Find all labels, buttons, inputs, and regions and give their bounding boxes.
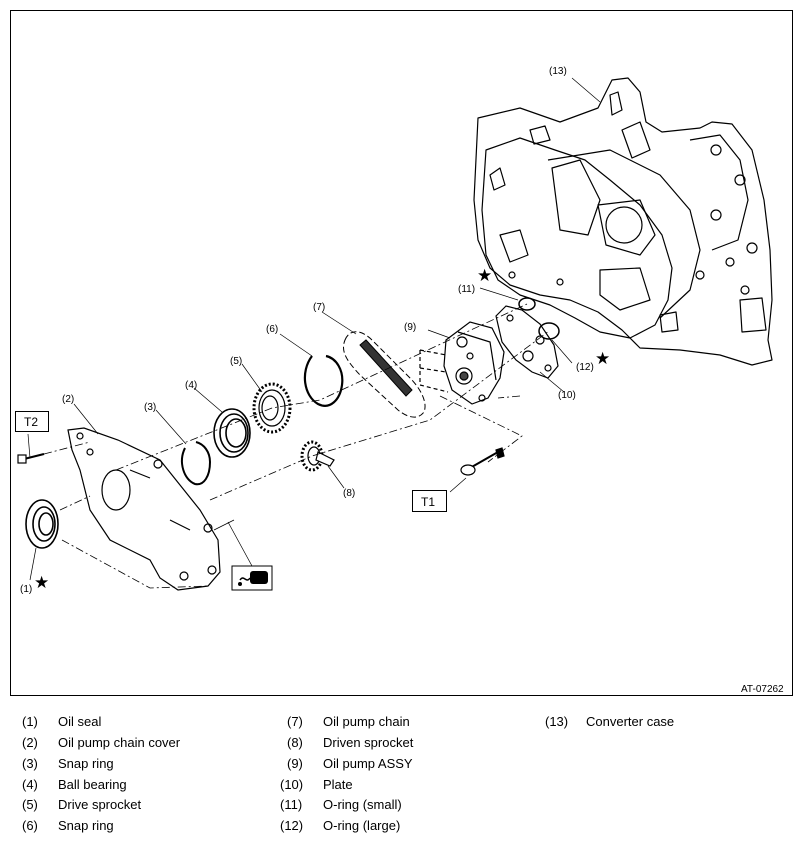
svg-text:T2: T2 [24, 415, 38, 429]
ball-bearing-part [213, 408, 251, 458]
callout-12: (12) [576, 362, 594, 373]
tool-label-t2: T2 [15, 411, 49, 432]
diagram-frame [10, 10, 793, 696]
callout-13: (13) [549, 66, 567, 77]
replace-star-11: ★ [477, 266, 492, 285]
tool-t1-part [460, 447, 505, 476]
figure-code: AT-07262 [741, 684, 784, 695]
replace-star-1: ★ [34, 573, 49, 592]
oil-pump-chain-part [343, 331, 426, 418]
oil-seal-part [25, 499, 59, 549]
exploded-view-diagram: (13) (11) (12) (10) (9) (7) (6) (5) (4) … [10, 10, 793, 696]
callout-leaders [27, 77, 601, 581]
driven-sprocket-part [300, 440, 335, 472]
callout-9: (9) [404, 322, 416, 333]
parts-legend: (1) Oil seal (2) Oil pump chain cover (3… [22, 714, 675, 833]
liquid-gasket-icon [231, 565, 273, 591]
o-ring-large-part [538, 322, 560, 340]
tool-label-t1: T1 [412, 490, 447, 512]
callout-10: (10) [558, 390, 576, 401]
callout-8: (8) [343, 488, 355, 499]
replace-star-12: ★ [595, 349, 610, 368]
callout-11: (11) [458, 284, 475, 295]
plate-part [495, 305, 559, 379]
o-ring-small-part [518, 297, 536, 311]
callout-1: (1) [20, 584, 32, 595]
svg-text:T1: T1 [421, 495, 435, 509]
oil-pump-chain-cover-part [67, 427, 221, 591]
tool-t2-bolt [17, 453, 45, 464]
converter-case-part [473, 77, 773, 366]
oil-pump-assy-part [419, 321, 505, 405]
callout-7: (7) [313, 302, 325, 313]
callout-6: (6) [266, 324, 278, 335]
alignment-lines [43, 303, 550, 589]
callout-3: (3) [144, 402, 156, 413]
callout-4: (4) [185, 380, 197, 391]
callout-5: (5) [230, 356, 242, 367]
snap-ring-6-part [303, 354, 344, 407]
snap-ring-3-part [181, 441, 212, 486]
callout-2: (2) [62, 394, 74, 405]
